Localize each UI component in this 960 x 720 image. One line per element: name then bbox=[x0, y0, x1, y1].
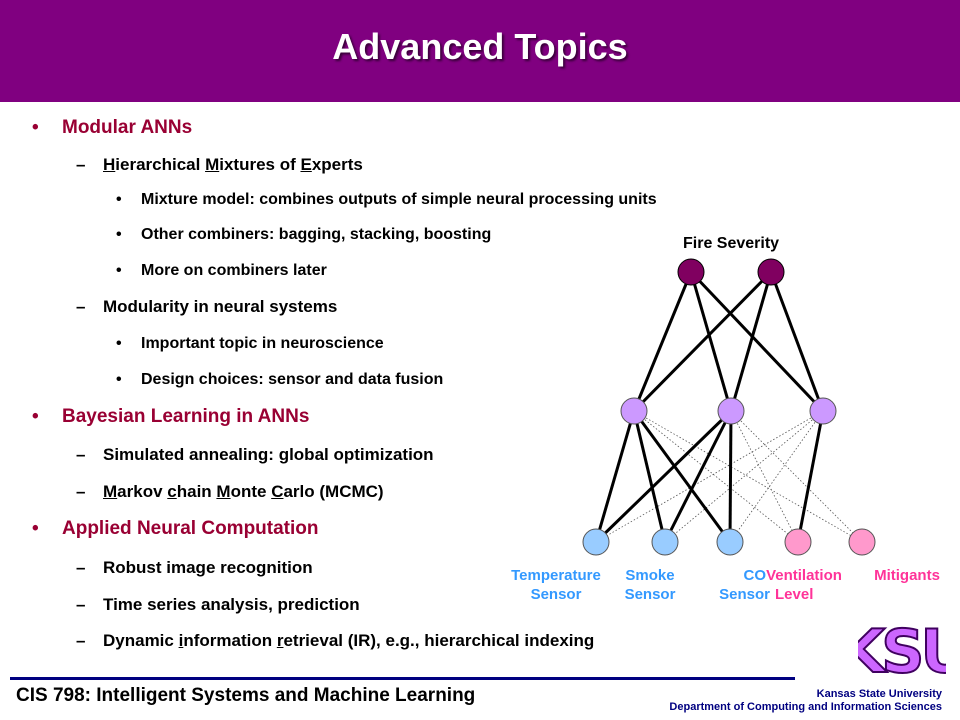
detail-text: Important topic in neuroscience bbox=[141, 335, 384, 352]
topic-text: Applied Neural Computation bbox=[62, 518, 319, 539]
slide-title: Advanced Topics bbox=[332, 26, 628, 67]
department-name: Department of Computing and Information … bbox=[669, 701, 942, 713]
topic-text: Bayesian Learning in ANNs bbox=[62, 406, 310, 427]
detail-text: Mixture model: combines outputs of simpl… bbox=[141, 191, 657, 208]
subtopic-text: Robust image recognition bbox=[103, 558, 313, 577]
bullet: • bbox=[116, 226, 122, 243]
bullet: • bbox=[116, 262, 122, 279]
subtopic-text: Markov chain Monte Carlo (MCMC) bbox=[103, 482, 384, 501]
title-bar: Advanced Topics bbox=[0, 0, 960, 102]
bullet: • bbox=[32, 518, 39, 539]
bullet: • bbox=[116, 335, 122, 352]
dash: – bbox=[76, 631, 86, 650]
dash: – bbox=[76, 155, 86, 174]
dash: – bbox=[76, 445, 86, 464]
university-info: Kansas State University Department of Co… bbox=[669, 688, 942, 714]
bullet: • bbox=[116, 191, 122, 208]
ksu-logo: KSU bbox=[858, 616, 946, 680]
dash: – bbox=[76, 482, 86, 501]
footer-rule bbox=[10, 677, 795, 680]
subtopic-text: Hierarchical Mixtures of Experts bbox=[103, 155, 363, 174]
bullet: • bbox=[32, 406, 39, 427]
course-title: CIS 798: Intelligent Systems and Machine… bbox=[16, 685, 476, 706]
university-name: Kansas State University bbox=[816, 688, 942, 700]
dash: – bbox=[76, 297, 86, 316]
dash: – bbox=[76, 558, 86, 577]
detail-text: More on combiners later bbox=[141, 262, 327, 279]
detail-text: Design choices: sensor and data fusion bbox=[141, 371, 444, 388]
fire-severity-label: Fire Severity bbox=[683, 235, 780, 252]
topic-text: Modular ANNs bbox=[62, 117, 193, 138]
dash: – bbox=[76, 595, 86, 614]
detail-text: Other combiners: bagging, stacking, boos… bbox=[141, 226, 492, 243]
subtopic-text: Time series analysis, prediction bbox=[103, 595, 360, 614]
svg-text:KSU: KSU bbox=[858, 617, 946, 680]
bullet: • bbox=[32, 117, 39, 138]
label-mitigants: Mitigants bbox=[874, 567, 940, 584]
subtopic-text: Simulated annealing: global optimization bbox=[103, 445, 434, 464]
bullet: • bbox=[116, 371, 122, 388]
subtopic-text: Modularity in neural systems bbox=[103, 297, 338, 316]
subtopic-text: Dynamic information retrieval (IR), e.g.… bbox=[103, 631, 595, 650]
